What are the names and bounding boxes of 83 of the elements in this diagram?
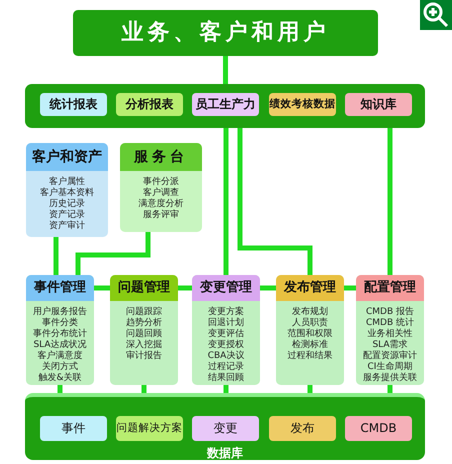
list-item: 服务提供关联	[362, 373, 418, 384]
connector-line	[308, 385, 312, 393]
list-item: 回退计划	[207, 318, 245, 328]
list-item: 人员职责	[291, 318, 329, 328]
title-box: 业务、客户和用户	[73, 10, 378, 56]
list-item: SLA达成状况	[32, 340, 88, 350]
connector-line	[94, 286, 110, 290]
list-item: CMDB 报告	[364, 307, 415, 318]
connector-line	[54, 237, 58, 275]
card-header: 事件管理	[26, 275, 94, 301]
list-item: 关闭方式	[41, 362, 79, 372]
list-item: 范围和权限	[286, 329, 334, 340]
connector-line	[223, 56, 228, 84]
list-item: 变更授权	[207, 340, 245, 350]
card-header: 问题管理	[110, 275, 178, 301]
data-tag: 问题解决方案	[116, 416, 183, 441]
module-card	[26, 275, 94, 385]
panel-label: 数据库	[206, 445, 244, 462]
list-item: 检测标准	[291, 340, 329, 350]
list-item: 触发&关联	[37, 373, 83, 384]
list-item: 客户调查	[142, 188, 180, 198]
card-header: 配置管理	[356, 275, 424, 301]
list-item: 事件分布统计	[32, 329, 88, 340]
report-tag: 绩效考核数据	[269, 93, 336, 116]
list-item: 深入挖掘	[125, 340, 163, 350]
list-item: 历史记录	[48, 199, 86, 210]
card-header: 发布管理	[276, 275, 344, 301]
connector-line	[142, 385, 146, 393]
module-card	[276, 275, 344, 385]
list-item: 发布规划	[291, 307, 329, 318]
data-tag: 变更	[192, 416, 259, 441]
list-item: 过程和结果	[286, 351, 334, 362]
list-item: CMDB 统计	[364, 318, 415, 328]
list-item: 客户满意度	[36, 351, 84, 362]
data-tag: 发布	[269, 416, 336, 441]
card-header: 客户和资产	[26, 143, 108, 171]
connector-line	[76, 232, 150, 275]
list-item: 变更方案	[207, 307, 245, 318]
list-item: 用户服务报告	[32, 307, 88, 318]
list-item: 事件分类	[41, 318, 79, 328]
list-item: CBA决议	[206, 351, 246, 362]
connector-line	[344, 286, 356, 290]
module-card	[192, 275, 260, 385]
connector-line	[238, 128, 312, 275]
list-item: SLA需求	[371, 340, 409, 350]
module-card	[356, 275, 424, 385]
list-item: 审计报告	[125, 351, 163, 362]
report-panel	[25, 84, 425, 128]
data-tag: 事件	[40, 416, 107, 441]
list-item: 结果回顾	[207, 373, 245, 384]
connector-line	[58, 385, 62, 393]
list-item: 事件分派	[142, 177, 180, 188]
connector-line	[224, 128, 228, 275]
connector-line	[178, 286, 192, 290]
list-item: 满意度分析	[138, 199, 184, 210]
list-item: 资产审计	[48, 221, 86, 232]
module-card	[120, 143, 202, 232]
list-item: 问题回顾	[125, 329, 163, 340]
list-item: 配置资源审计	[362, 351, 418, 362]
list-item: 问题跟踪	[125, 307, 163, 318]
list-item: 客户属性	[48, 177, 86, 188]
connector-line	[224, 385, 228, 393]
card-header: 服务台	[120, 143, 202, 171]
module-card	[26, 143, 108, 237]
list-item: 过程记录	[207, 362, 245, 372]
report-tag: 分析报表	[116, 93, 183, 116]
list-item: 服务评审	[142, 210, 180, 221]
data-tag: CMDB	[345, 416, 412, 441]
connector-line	[388, 385, 392, 393]
list-item: 业务相关性	[366, 329, 414, 340]
card-header: 变更管理	[192, 275, 260, 301]
report-tag: 知识库	[345, 93, 412, 116]
list-item: 变更评估	[207, 329, 245, 340]
database-panel	[25, 393, 425, 460]
module-card	[110, 275, 178, 385]
connector-line	[260, 286, 276, 290]
list-item: 资产记录	[48, 210, 86, 220]
connector-line	[388, 128, 392, 275]
list-item: 趋势分析	[125, 318, 163, 328]
list-item: 客户基本资料	[39, 188, 95, 198]
report-tag: 员工生产力	[192, 93, 259, 116]
list-item: CI生命周期	[366, 362, 414, 372]
report-tag: 统计报表	[40, 93, 107, 116]
